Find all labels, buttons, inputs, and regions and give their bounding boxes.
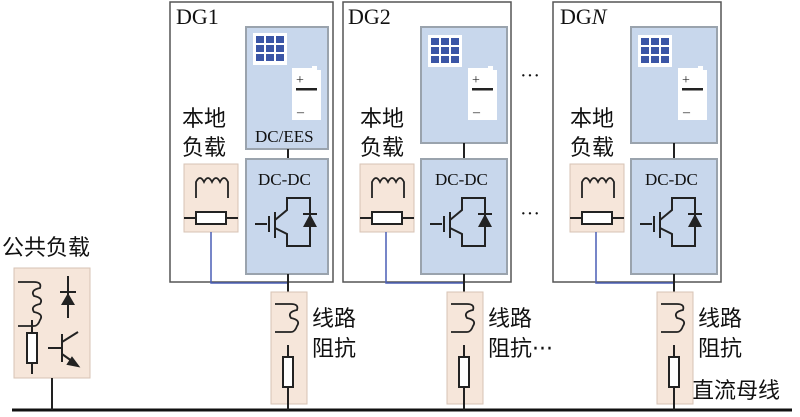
- dg-unit-1: DG1 DC/EES DC-DC 本地 负载: [169, 1, 334, 292]
- svg-text:阻抗···: 阻抗···: [488, 337, 553, 362]
- line-impedance-1: 线路 阻抗: [270, 291, 356, 410]
- converter-label: DC-DC: [258, 170, 311, 189]
- battery-icon: [292, 66, 321, 120]
- source-label: DC/EES: [255, 127, 314, 146]
- local-load-label-2: 负载: [570, 136, 614, 161]
- public-load-label: 公共负载: [2, 236, 90, 261]
- inductor-icon: [18, 281, 43, 327]
- resistor-icon: [195, 211, 227, 225]
- converter-label: DC-DC: [645, 170, 698, 189]
- svg-text:线路: 线路: [698, 307, 742, 332]
- transistor-icon: [48, 331, 81, 368]
- dg-unit-n: DGN DC-DC 本地 负载: [552, 1, 722, 292]
- pv-panel-icon: [428, 35, 462, 67]
- dg-title: DGN: [560, 4, 608, 29]
- svg-text:线路: 线路: [488, 307, 532, 332]
- pv-panel-icon: [253, 33, 287, 65]
- local-load-label: 本地: [182, 107, 226, 132]
- dg-title: DG2: [348, 4, 391, 29]
- public-load: [13, 267, 91, 410]
- local-load-label: 本地: [570, 107, 614, 132]
- diode-icon: [60, 276, 76, 318]
- local-load-label: 本地: [360, 107, 404, 132]
- dc-dc-converter: [245, 158, 329, 275]
- signal-line: [210, 232, 288, 284]
- svg-text:阻抗: 阻抗: [312, 337, 356, 362]
- converter-label: DC-DC: [435, 170, 488, 189]
- dc-dc-converter: [630, 158, 718, 275]
- local-load-label-2: 负载: [360, 136, 404, 161]
- signal-line: [595, 232, 674, 284]
- resistor-icon: [581, 211, 613, 225]
- battery-icon: [678, 66, 707, 120]
- dg-title: DG1: [176, 4, 219, 29]
- line-impedance-2: 线路 阻抗···: [446, 291, 553, 410]
- resistor-icon: [26, 332, 38, 364]
- dc-bus-label: 直流母线: [692, 379, 780, 404]
- ellipsis-mid: ···: [520, 203, 540, 225]
- line-impedance-n: 线路 阻抗: [656, 291, 742, 410]
- local-load-label-2: 负载: [182, 136, 226, 161]
- svg-text:阻抗: 阻抗: [698, 337, 742, 362]
- dg-unit-2: DG2 DC-DC 本地 负载: [342, 1, 512, 292]
- resistor-icon: [371, 211, 403, 225]
- signal-line: [385, 232, 464, 284]
- ellipsis-top: ···: [520, 65, 540, 87]
- pv-panel-icon: [638, 35, 672, 67]
- svg-text:线路: 线路: [312, 307, 356, 332]
- battery-icon: [468, 66, 497, 120]
